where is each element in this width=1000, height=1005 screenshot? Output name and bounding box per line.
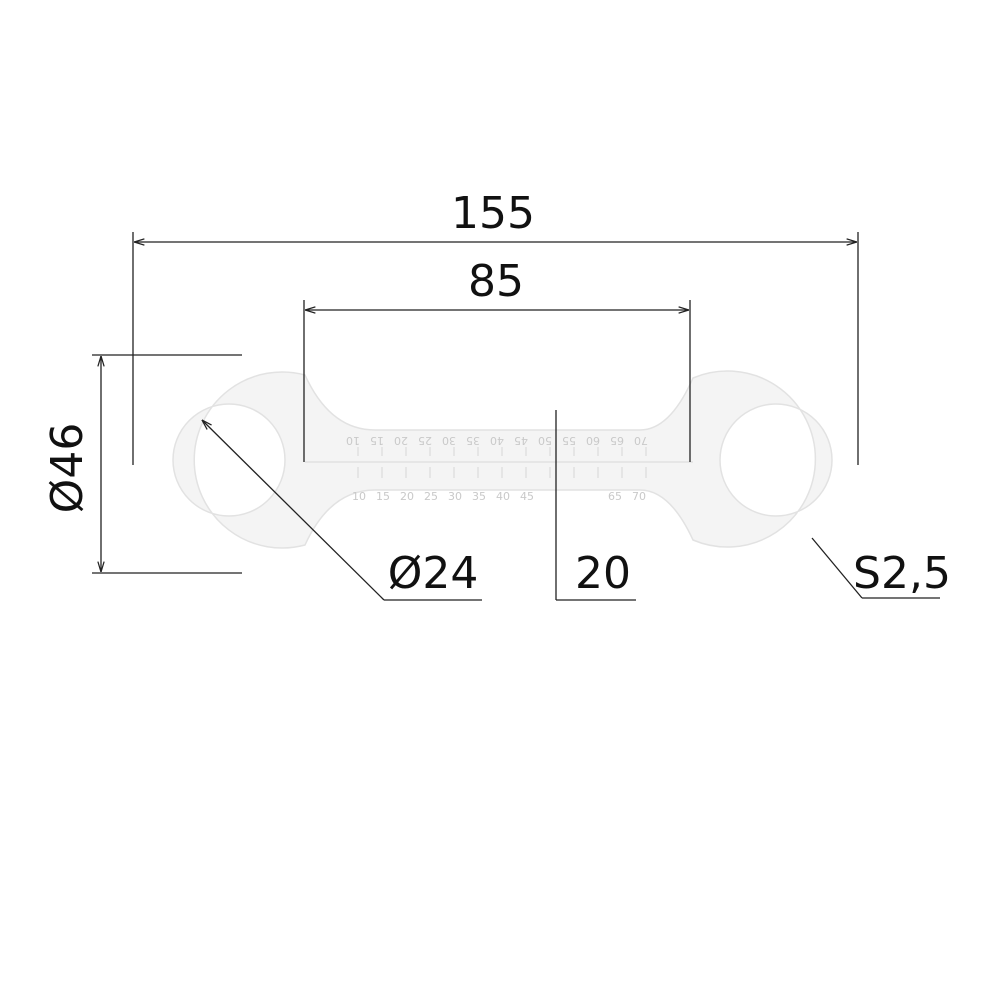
scale-label: 70 [634, 434, 648, 447]
scale-label: 10 [352, 490, 366, 503]
scale-label: 65 [608, 490, 622, 503]
dimension-inner-length [303, 300, 691, 462]
bridge-width-label: 20 [575, 548, 631, 599]
ruler-ticks [357, 447, 647, 478]
dimension-hole-diameter [202, 420, 482, 601]
dimension-bridge-width [555, 410, 636, 601]
dimension-overall-length [132, 232, 859, 465]
scale-label: 40 [490, 434, 504, 447]
scale-label: 60 [586, 434, 600, 447]
leader-line [202, 420, 385, 601]
scale-label: 70 [632, 490, 646, 503]
scale-label: 50 [538, 434, 552, 447]
inner-length-label: 85 [468, 256, 524, 307]
scale-label: 40 [496, 490, 510, 503]
scale-label: 35 [466, 434, 480, 447]
thickness-label: S2,5 [853, 548, 951, 599]
scale-label: 15 [376, 490, 390, 503]
ruler-top-scale: 70 65 60 55 50 45 40 35 30 25 20 15 10 [346, 434, 648, 447]
scale-label: 30 [442, 434, 456, 447]
scale-label: 30 [448, 490, 462, 503]
scale-label: 25 [418, 434, 432, 447]
overall-length-label: 155 [451, 188, 535, 239]
scale-label: 35 [472, 490, 486, 503]
spacer-outline [172, 370, 833, 549]
scale-label: 20 [394, 434, 408, 447]
scale-label: 45 [520, 490, 534, 503]
scale-label: 15 [370, 434, 384, 447]
spacer-part: 70 65 60 55 50 45 40 35 30 25 20 15 10 1… [172, 370, 833, 549]
scale-label: 65 [610, 434, 624, 447]
scale-label: 45 [514, 434, 528, 447]
scale-label: 55 [562, 434, 576, 447]
scale-label: 10 [346, 434, 360, 447]
ruler-bottom-scale: 10 15 20 25 30 35 40 45 65 70 [352, 490, 646, 503]
leader-line [811, 537, 863, 599]
hole-diameter-label: Ø24 [388, 548, 479, 599]
scale-label: 25 [424, 490, 438, 503]
outer-diameter-label: Ø46 [42, 423, 93, 514]
scale-label: 20 [400, 490, 414, 503]
dimension-outer-diameter [92, 354, 242, 574]
dimension-thickness [811, 537, 940, 599]
